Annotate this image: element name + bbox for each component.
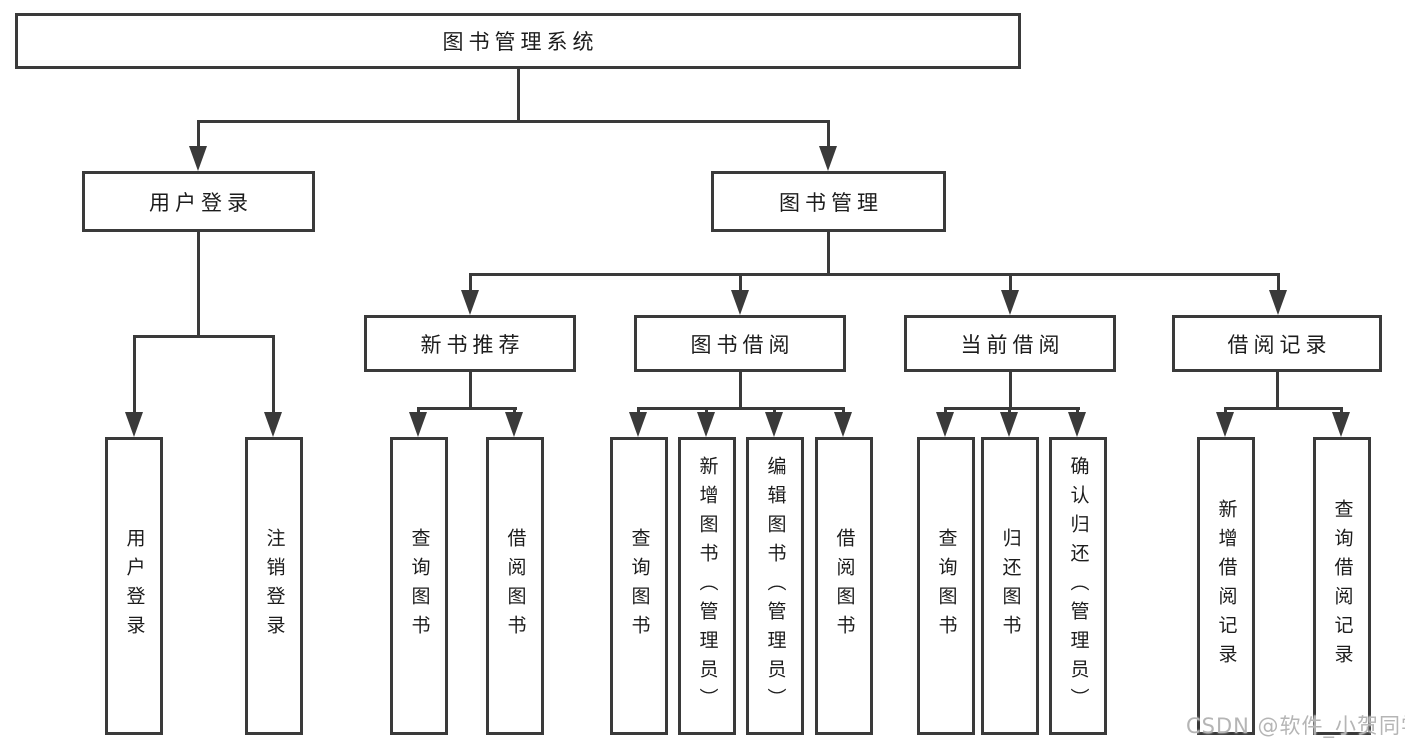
node-label: 借阅记录	[1227, 332, 1332, 357]
arrow-down-leaf	[697, 412, 715, 437]
connector-stem-logout-leaf	[272, 335, 275, 413]
arrow-down-leaf	[936, 412, 954, 437]
node-user-login: 用户登录	[82, 171, 315, 232]
leaf-label: 注销登录	[263, 528, 286, 644]
connector-book-management-rail	[469, 273, 1280, 276]
connector-stem-leaf	[1076, 407, 1079, 413]
connector-new-book-trunk	[469, 372, 472, 407]
arrow-down-current-borrow	[1001, 290, 1019, 315]
arrow-down-leaf	[629, 412, 647, 437]
connector-borrow-records-trunk	[1276, 372, 1279, 407]
arrow-down-borrow-records	[1269, 290, 1287, 315]
connector-stem-leaf	[1008, 407, 1011, 413]
node-label: 图书管理	[779, 190, 883, 215]
leaf-logout: 注销登录	[245, 437, 303, 735]
leaf-query-books-current: 查询图书	[917, 437, 975, 735]
connector-stem-book-management	[827, 120, 830, 147]
arrow-down-leaf	[1000, 412, 1018, 437]
leaf-borrow-books-recommend: 借阅图书	[486, 437, 544, 735]
leaf-label: 归还图书	[999, 528, 1022, 644]
connector-user-login-trunk	[197, 232, 200, 335]
connector-root-rail	[197, 120, 830, 123]
connector-stem-book-borrow	[739, 273, 742, 291]
node-label: 当前借阅	[960, 332, 1065, 357]
connector-stem-leaf	[513, 407, 516, 413]
arrow-down-leaf	[1332, 412, 1350, 437]
leaf-label: 新增借阅记录	[1215, 499, 1238, 673]
arrow-down-new-book	[461, 290, 479, 315]
node-current-borrow: 当前借阅	[904, 315, 1116, 372]
connector-stem-borrow-records	[1277, 273, 1280, 291]
arrow-down-leaf	[409, 412, 427, 437]
connector-current-borrow-trunk	[1009, 372, 1012, 407]
connector-stem-leaf	[1224, 407, 1227, 413]
arrow-down-book-management	[819, 146, 837, 171]
connector-book-borrow-trunk	[739, 372, 742, 407]
node-label: 新书推荐	[420, 332, 525, 357]
leaf-label: 查询借阅记录	[1331, 499, 1354, 673]
connector-root-trunk	[517, 69, 520, 120]
connector-book-borrow-rail	[637, 407, 845, 410]
leaf-label: 借阅图书	[504, 528, 527, 644]
arrow-down-book-borrow	[731, 290, 749, 315]
leaf-query-books-recommend: 查询图书	[390, 437, 448, 735]
connector-stem-leaf	[637, 407, 640, 413]
leaf-add-books-admin: 新增图书（管理员）	[678, 437, 736, 735]
connector-stem-leaf	[944, 407, 947, 413]
leaf-label: 查询图书	[935, 528, 958, 644]
arrow-down-leaf	[1068, 412, 1086, 437]
connector-borrow-records-rail	[1224, 407, 1343, 410]
connector-current-borrow-rail	[944, 407, 1080, 410]
leaf-label: 查询图书	[628, 528, 651, 644]
leaf-return-books: 归还图书	[981, 437, 1039, 735]
arrow-down-leaf	[1216, 412, 1234, 437]
node-book-borrow: 图书借阅	[634, 315, 846, 372]
connector-book-management-trunk	[827, 232, 830, 273]
node-borrow-records: 借阅记录	[1172, 315, 1382, 372]
connector-user-login-rail	[133, 335, 275, 338]
arrow-down-leaf	[834, 412, 852, 437]
connector-stem-leaf	[842, 407, 845, 413]
leaf-query-books-borrow: 查询图书	[610, 437, 668, 735]
leaf-label: 编辑图书（管理员）	[764, 455, 787, 717]
node-book-management: 图书管理	[711, 171, 946, 232]
node-label: 图书借阅	[690, 332, 795, 357]
arrow-down-leaf	[505, 412, 523, 437]
leaf-user-login: 用户登录	[105, 437, 163, 735]
node-label: 图书管理系统	[442, 30, 599, 54]
connector-stem-current-borrow	[1009, 273, 1012, 291]
connector-stem-leaf	[773, 407, 776, 413]
leaf-borrow-books: 借阅图书	[815, 437, 873, 735]
arrow-down-leaf	[765, 412, 783, 437]
node-root-library-system: 图书管理系统	[15, 13, 1021, 69]
connector-stem-user-login	[197, 120, 200, 147]
connector-stem-new-book	[469, 273, 472, 291]
arrow-down-logout-leaf	[264, 412, 282, 437]
leaf-label: 借阅图书	[833, 528, 856, 644]
connector-new-book-rail	[417, 407, 517, 410]
arrow-down-login-leaf	[125, 412, 143, 437]
leaf-label: 新增图书（管理员）	[696, 455, 719, 717]
leaf-label: 查询图书	[408, 528, 431, 644]
leaf-edit-books-admin: 编辑图书（管理员）	[746, 437, 804, 735]
csdn-watermark: CSDN @软件_小贺同学	[1186, 714, 1405, 738]
leaf-confirm-return-admin: 确认归还（管理员）	[1049, 437, 1107, 735]
leaf-label: 确认归还（管理员）	[1067, 455, 1090, 717]
connector-stem-leaf	[417, 407, 420, 413]
node-new-book-recommend: 新书推荐	[364, 315, 576, 372]
node-label: 用户登录	[149, 190, 253, 215]
leaf-add-borrow-record: 新增借阅记录	[1197, 437, 1255, 735]
connector-stem-login-leaf	[133, 335, 136, 413]
leaf-label: 用户登录	[123, 528, 146, 644]
connector-stem-leaf	[705, 407, 708, 413]
connector-stem-leaf	[1340, 407, 1343, 413]
leaf-query-borrow-record: 查询借阅记录	[1313, 437, 1371, 735]
arrow-down-user-login	[189, 146, 207, 171]
